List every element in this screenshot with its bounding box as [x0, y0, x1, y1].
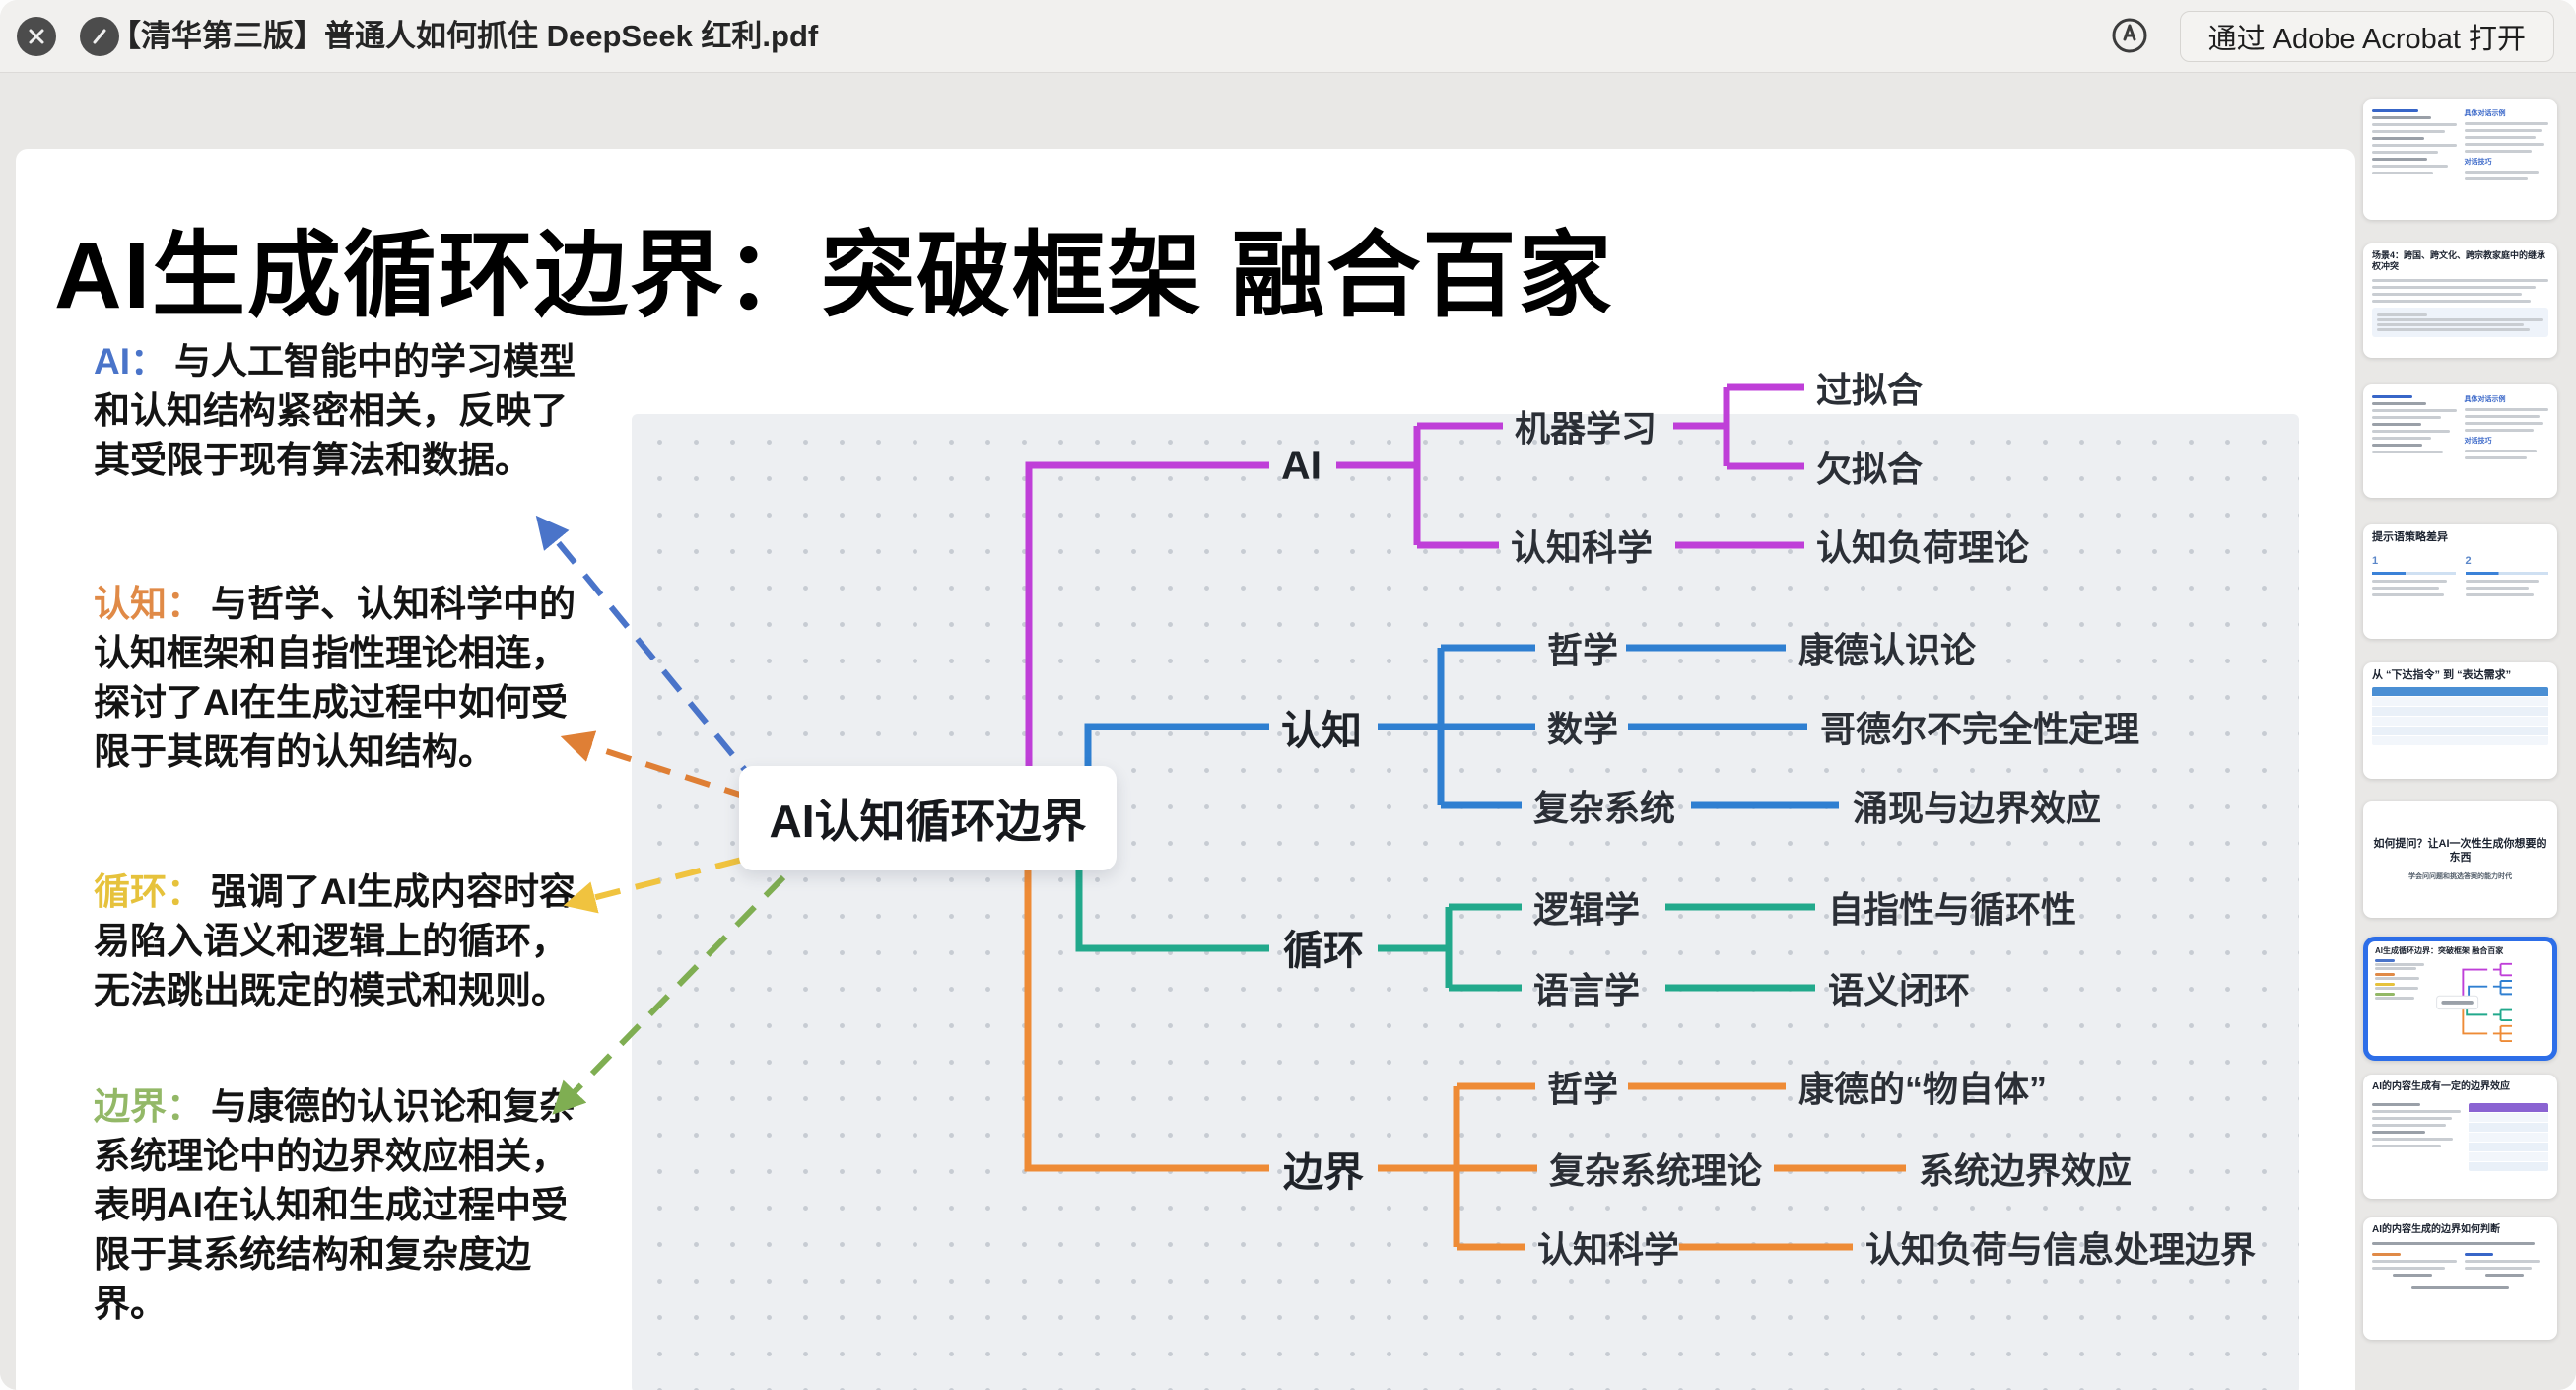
thumb5-title: 从 “下达指令” 到 “表达需求”	[2372, 669, 2512, 681]
annotation-loop-text: 强调了AI生成内容时容易陷入语义和逻辑上的循环，无法跳出既定的模式和规则。	[94, 871, 576, 1010]
thumbnail-4[interactable]: 提示语策略差异 1 2	[2363, 524, 2557, 639]
thumb2-title: 场景4：跨国、跨文化、跨宗教家庭中的继承权冲突	[2372, 250, 2546, 272]
thumb1-heading-dialog-tips: 对话技巧	[2464, 159, 2492, 166]
annotation-cognition: 认知：与哲学、认知科学中的认知框架和自指性理论相连，探讨了AI在生成过程中如何受…	[94, 580, 580, 777]
thumb3-heading-dialog-examples: 具体对话示例	[2464, 396, 2506, 403]
thumbnail-3[interactable]: 具体对话示例 对话技巧	[2363, 384, 2557, 498]
annotation-ai-keyword: AI：	[94, 341, 167, 382]
thumb7-mini-mindmap	[2435, 962, 2512, 1043]
annotation-ai-text: 与人工智能中的学习模型和认知结构紧密相关，反映了其受限于现有算法和数据。	[94, 341, 576, 480]
window-title: 【清华第三版】普通人如何抓住 DeepSeek 红利.pdf	[110, 19, 819, 53]
close-icon	[17, 17, 56, 56]
thumbnail-8[interactable]: AI的内容生成有一定的边界效应	[2363, 1075, 2557, 1199]
mindmap-canvas	[632, 414, 2299, 1390]
markup-button[interactable]	[2107, 14, 2152, 59]
thumbnail-9[interactable]: AI的内容生成的边界如何判断	[2363, 1217, 2557, 1340]
thumb6-title: 如何提问？让AI一次性生成你想要的东西	[2373, 838, 2547, 864]
thumb6-subtitle: 学会问问题和挑选答案的能力时代	[2408, 872, 2512, 880]
thumb9-title: AI的内容生成的边界如何判断	[2372, 1224, 2500, 1235]
thumb4-number-2: 2	[2465, 554, 2472, 567]
annotation-loop-keyword: 循环：	[94, 871, 203, 912]
thumb8-title: AI的内容生成有一定的边界效应	[2372, 1081, 2510, 1092]
thumb7-title: AI生成循环边界：突破框架 融合百家	[2375, 946, 2504, 955]
thumbnail-6[interactable]: 如何提问？让AI一次性生成你想要的东西 学会问问题和挑选答案的能力时代	[2363, 801, 2557, 918]
title-bar: 【清华第三版】普通人如何抓住 DeepSeek 红利.pdf 通过 Adobe …	[0, 0, 2576, 73]
pencil-slash-button[interactable]	[77, 14, 122, 59]
pencil-slash-icon	[80, 17, 119, 56]
annotation-boundary-text: 与康德的认识论和复杂系统理论中的边界效应相关，表明AI在认知和生成过程中受限于其…	[94, 1086, 576, 1324]
thumb1-heading-dialog-examples: 具体对话示例	[2464, 110, 2506, 117]
annotation-loop: 循环：强调了AI生成内容时容易陷入语义和逻辑上的循环，无法跳出既定的模式和规则。	[94, 868, 580, 1015]
thumb5-table	[2372, 686, 2548, 745]
thumb3-heading-dialog-tips: 对话技巧	[2464, 438, 2492, 445]
page-title: AI生成循环边界：突破框架 融合百家	[54, 224, 1614, 328]
annotation-cognition-text: 与哲学、认知科学中的认知框架和自指性理论相连，探讨了AI在生成过程中如何受限于其…	[94, 584, 576, 772]
thumbnail-7-selected[interactable]: AI生成循环边界：突破框架 融合百家	[2363, 937, 2557, 1061]
content-area: AI生成循环边界：突破框架 融合百家 AI：与人工智能中的学习模型和认知结构紧密…	[0, 74, 2576, 1390]
thumbnail-2[interactable]: 场景4：跨国、跨文化、跨宗教家庭中的继承权冲突	[2363, 243, 2557, 358]
thumbnail-1[interactable]: 具体对话示例 对话技巧	[2363, 99, 2557, 220]
close-button[interactable]	[14, 14, 59, 59]
annotation-boundary-keyword: 边界：	[94, 1086, 203, 1127]
thumbnail-5[interactable]: 从 “下达指令” 到 “表达需求”	[2363, 662, 2557, 779]
thumb4-title: 提示语策略差异	[2372, 531, 2448, 543]
annotation-cognition-keyword: 认知：	[94, 584, 203, 624]
annotation-boundary: 边界：与康德的认识论和复杂系统理论中的边界效应相关，表明AI在认知和生成过程中受…	[94, 1082, 580, 1329]
thumb8-table	[2468, 1102, 2548, 1171]
markup-circle-icon	[2109, 15, 2150, 59]
thumb4-number-1: 1	[2372, 554, 2379, 567]
thumbnail-sidebar: 具体对话示例 对话技巧 场景4：跨国、跨文化、跨宗教家庭中的继承权冲突	[2355, 0, 2576, 1390]
open-with-acrobat-button[interactable]: 通过 Adobe Acrobat 打开	[2179, 11, 2554, 62]
thumb7-annotations	[2375, 956, 2424, 1047]
annotation-ai: AI：与人工智能中的学习模型和认知结构紧密相关，反映了其受限于现有算法和数据。	[94, 337, 580, 485]
